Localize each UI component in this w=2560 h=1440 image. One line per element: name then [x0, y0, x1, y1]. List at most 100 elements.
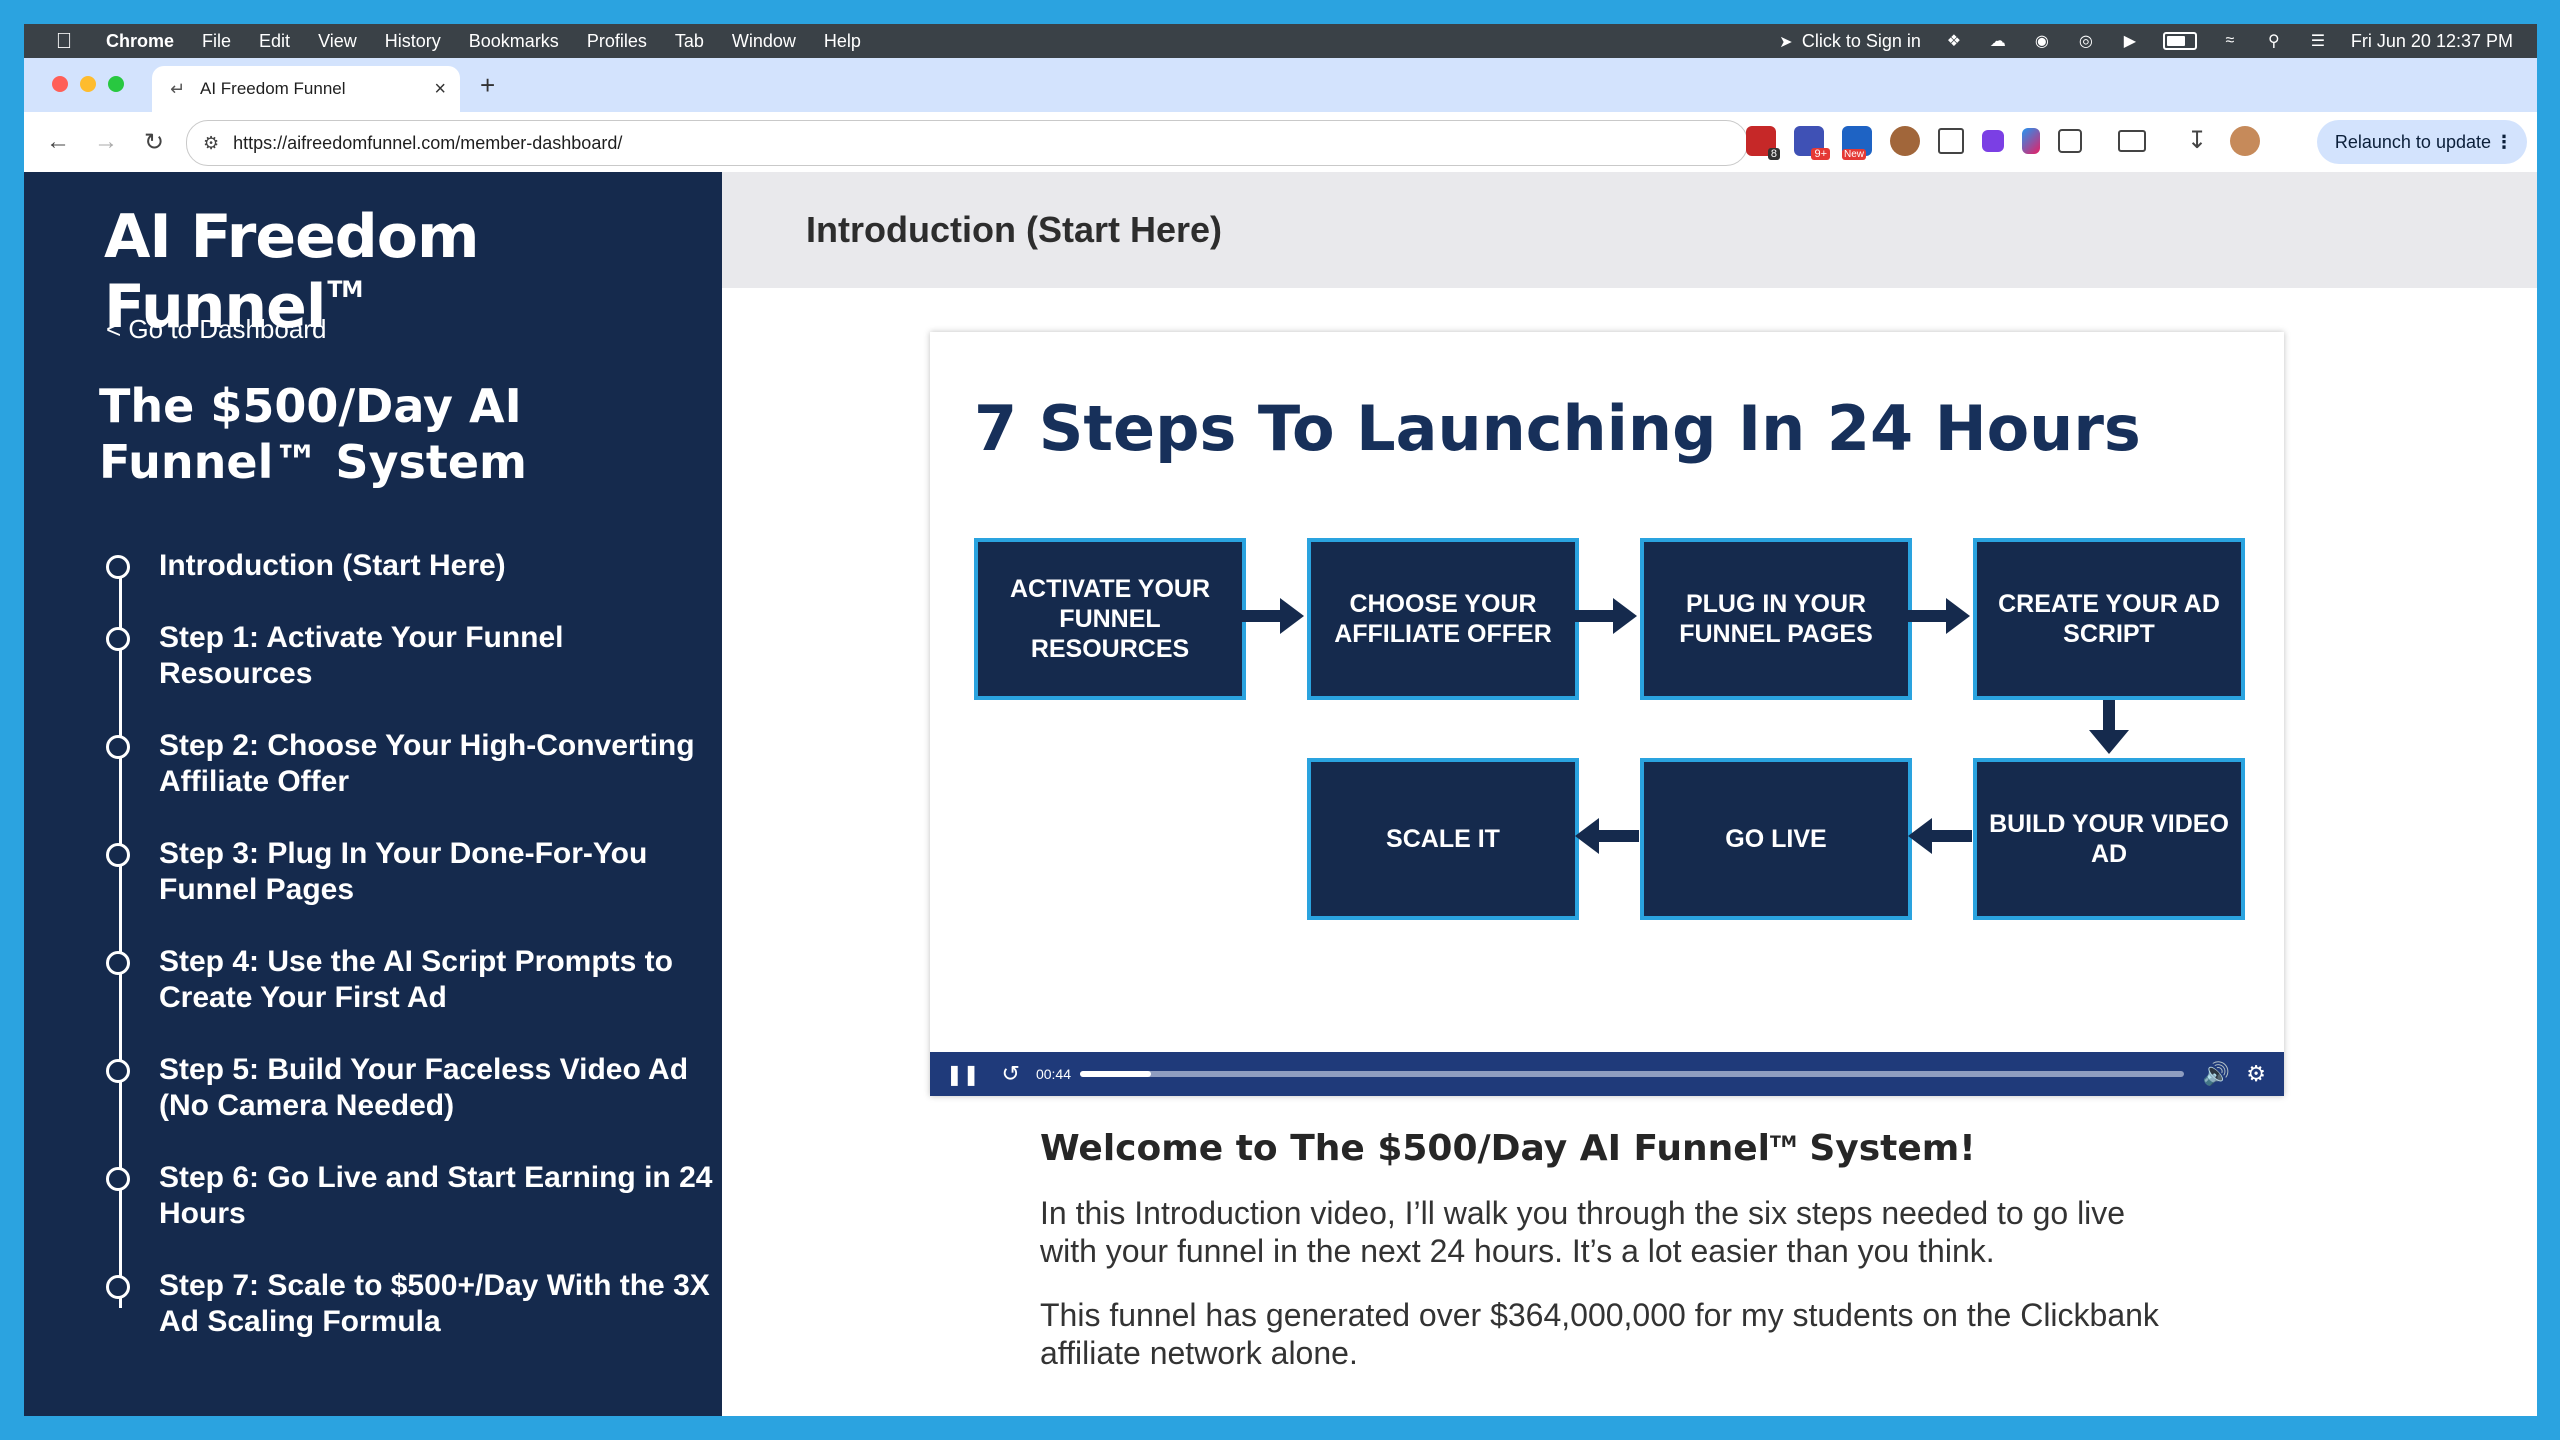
menu-view[interactable]: View — [318, 30, 357, 51]
lesson-label: Introduction (Start Here) — [159, 549, 506, 582]
menu-window[interactable]: Window — [731, 30, 796, 51]
cursor-icon: ➤ — [1779, 33, 1793, 51]
cloud-sync-icon[interactable]: ☁ — [1989, 33, 2006, 50]
zoom-window-button[interactable] — [108, 76, 124, 92]
flow-step-video-ad: BUILD YOUR VIDEO AD — [1973, 758, 2245, 920]
v-extension-icon[interactable] — [1982, 130, 2004, 152]
menu-help[interactable]: Help — [823, 30, 861, 51]
video-controls: ❚❚ ↺ 00:44 🔊 ⚙ — [930, 1052, 2284, 1096]
menubar-clock[interactable]: Fri Jun 20 12:37 PM — [2350, 30, 2513, 51]
welcome-heading: Welcome to The $500/Day AI FunnelTM Syst… — [1040, 1128, 1976, 1169]
dropbox-icon[interactable]: ❖ — [1946, 33, 1962, 50]
more-menu-icon[interactable]: ⋮ — [2495, 131, 2513, 152]
browser-tab-active[interactable]: ↵ AI Freedom Funnel × — [152, 66, 460, 112]
download-icon[interactable]: ↧ — [2186, 127, 2208, 154]
flow-step-ad-script: CREATE YOUR AD SCRIPT — [1973, 538, 2245, 700]
forward-arrow-icon[interactable]: → — [94, 128, 118, 155]
trademark-mark: TM — [1769, 1132, 1797, 1151]
lesson-header: Introduction (Start Here) — [722, 172, 2537, 288]
flow-step-choose-offer: CHOOSE YOUR AFFILIATE OFFER — [1307, 538, 1579, 700]
profile-avatar[interactable] — [2230, 126, 2260, 156]
extension-badge: 8 — [1767, 148, 1780, 160]
right-arrow-icon — [1906, 598, 1970, 634]
flow-step-activate: ACTIVATE YOUR FUNNEL RESOURCES — [974, 538, 1246, 700]
lesson-item-intro[interactable]: Introduction (Start Here) — [99, 548, 719, 584]
volume-icon[interactable]: 🔊 — [2202, 1061, 2230, 1086]
wifi-icon[interactable]: ≈ — [2225, 32, 2235, 49]
extensions-area: 8 9+ New ↧ — [1746, 126, 2260, 160]
play-icon[interactable]: ▶ — [2123, 33, 2137, 50]
browser-window: ↵ AI Freedom Funnel × + ← → ↻ ⚙ https://… — [24, 58, 2537, 1416]
address-bar[interactable]: ⚙ https://aifreedomfunnel.com/member-das… — [186, 120, 1748, 166]
close-tab-icon[interactable]: × — [434, 77, 446, 100]
slide-title: 7 Steps To Launching In 24 Hours — [974, 392, 2141, 465]
page-content: AI Freedom FunnelTM < Go to Dashboard Th… — [24, 172, 2537, 1416]
control-center-icon[interactable]: ☰ — [2310, 33, 2326, 50]
screenshot-extension-icon[interactable] — [1938, 128, 1964, 154]
lesson-status-circle — [106, 735, 130, 759]
airdrop-icon[interactable]: ◎ — [2078, 33, 2093, 50]
current-time: 00:44 — [1035, 1066, 1071, 1082]
menu-history[interactable]: History — [384, 30, 441, 51]
lesson-item-step-5[interactable]: Step 5: Build Your Faceless Video Ad (No… — [99, 1052, 719, 1124]
tab-strip: ↵ AI Freedom Funnel × + — [24, 58, 2537, 112]
menu-edit[interactable]: Edit — [259, 30, 291, 51]
close-window-button[interactable] — [52, 76, 68, 92]
lesson-item-step-6[interactable]: Step 6: Go Live and Start Earning in 24 … — [99, 1160, 719, 1232]
left-arrow-icon — [1908, 818, 1972, 854]
lesson-item-step-2[interactable]: Step 2: Choose Your High-Converting Affi… — [99, 728, 719, 800]
menu-tab[interactable]: Tab — [674, 30, 704, 51]
menu-app-chrome[interactable]: Chrome — [106, 30, 175, 51]
battery-icon[interactable] — [2162, 32, 2197, 50]
macos-menu-bar:  Chrome File Edit View History Bookmark… — [24, 24, 2537, 58]
minimize-window-button[interactable] — [80, 76, 96, 92]
menu-bookmarks[interactable]: Bookmarks — [468, 30, 559, 51]
reload-icon[interactable]: ↻ — [143, 128, 165, 156]
trademark-mark: TM — [327, 278, 363, 303]
right-arrow-icon — [1240, 598, 1304, 634]
cookie-extension-icon[interactable] — [1890, 126, 1920, 156]
vpn-icon[interactable]: ◉ — [2034, 33, 2049, 50]
lesson-item-step-1[interactable]: Step 1: Activate Your Funnel Resources — [99, 620, 719, 692]
go-to-dashboard-link[interactable]: < Go to Dashboard — [106, 314, 327, 344]
news-extension-icon[interactable]: New — [1842, 126, 1872, 160]
video-progress-bar[interactable] — [1080, 1071, 2184, 1077]
lesson-status-circle — [106, 555, 130, 579]
apple-icon[interactable]:  — [52, 28, 76, 54]
left-arrow-icon — [1575, 818, 1639, 854]
pause-icon[interactable]: ❚❚ — [946, 1063, 980, 1086]
menu-file[interactable]: File — [202, 30, 232, 51]
lesson-label: Step 1: Activate Your Funnel Resources — [159, 621, 564, 690]
menu-extras: ➤ Click to Sign in ❖ ☁ ◉ ◎ ▶ ≈ ⚲ ☰ Fri J… — [1775, 31, 2513, 52]
extension-badge: New — [1842, 149, 1867, 160]
sign-in-status[interactable]: ➤ Click to Sign in — [1775, 31, 1921, 52]
brand-logo[interactable]: AI Freedom FunnelTM — [104, 202, 722, 342]
extension-badge: 9+ — [1811, 148, 1830, 160]
site-info-icon[interactable]: ⚙ — [203, 132, 220, 153]
lesson-list: Introduction (Start Here) Step 1: Activa… — [99, 548, 719, 1340]
rewind-10-icon[interactable]: ↺ — [1001, 1061, 1020, 1086]
lesson-content: Introduction (Start Here) 7 Steps To Lau… — [722, 172, 2537, 1416]
lesson-item-step-7[interactable]: Step 7: Scale to $500+/Day With the 3X A… — [99, 1268, 719, 1340]
ai-writer-extension-icon[interactable] — [2022, 128, 2040, 154]
video-player[interactable]: 7 Steps To Launching In 24 Hours ACTIVAT… — [930, 332, 2284, 1096]
settings-gear-icon[interactable]: ⚙ — [2246, 1061, 2266, 1086]
relaunch-button[interactable]: Relaunch to update ⋮ — [2316, 120, 2527, 164]
lesson-item-step-4[interactable]: Step 4: Use the AI Script Prompts to Cre… — [99, 944, 719, 1016]
new-tab-icon[interactable]: + — [480, 70, 496, 100]
lesson-status-circle — [106, 1059, 130, 1083]
menu-profiles[interactable]: Profiles — [586, 30, 647, 51]
favicon-icon: ↵ — [170, 79, 186, 99]
lesson-label: Step 6: Go Live and Start Earning in 24 … — [159, 1161, 713, 1230]
calendar-extension-icon[interactable]: 8 — [1746, 126, 1780, 160]
puzzle-extensions-icon[interactable] — [2058, 129, 2082, 153]
lesson-item-step-3[interactable]: Step 3: Plug In Your Done-For-You Funnel… — [99, 836, 719, 908]
tab-title: AI Freedom Funnel — [200, 79, 346, 98]
spotlight-search-icon[interactable]: ⚲ — [2268, 33, 2280, 50]
tab-search-icon[interactable] — [2118, 130, 2146, 152]
lesson-label: Step 5: Build Your Faceless Video Ad (No… — [159, 1053, 689, 1122]
ai-extension-icon[interactable]: 9+ — [1794, 126, 1830, 160]
back-arrow-icon[interactable]: ← — [46, 128, 70, 155]
progress-rail — [119, 560, 122, 1308]
flow-step-plug-in-pages: PLUG IN YOUR FUNNEL PAGES — [1640, 538, 1912, 700]
